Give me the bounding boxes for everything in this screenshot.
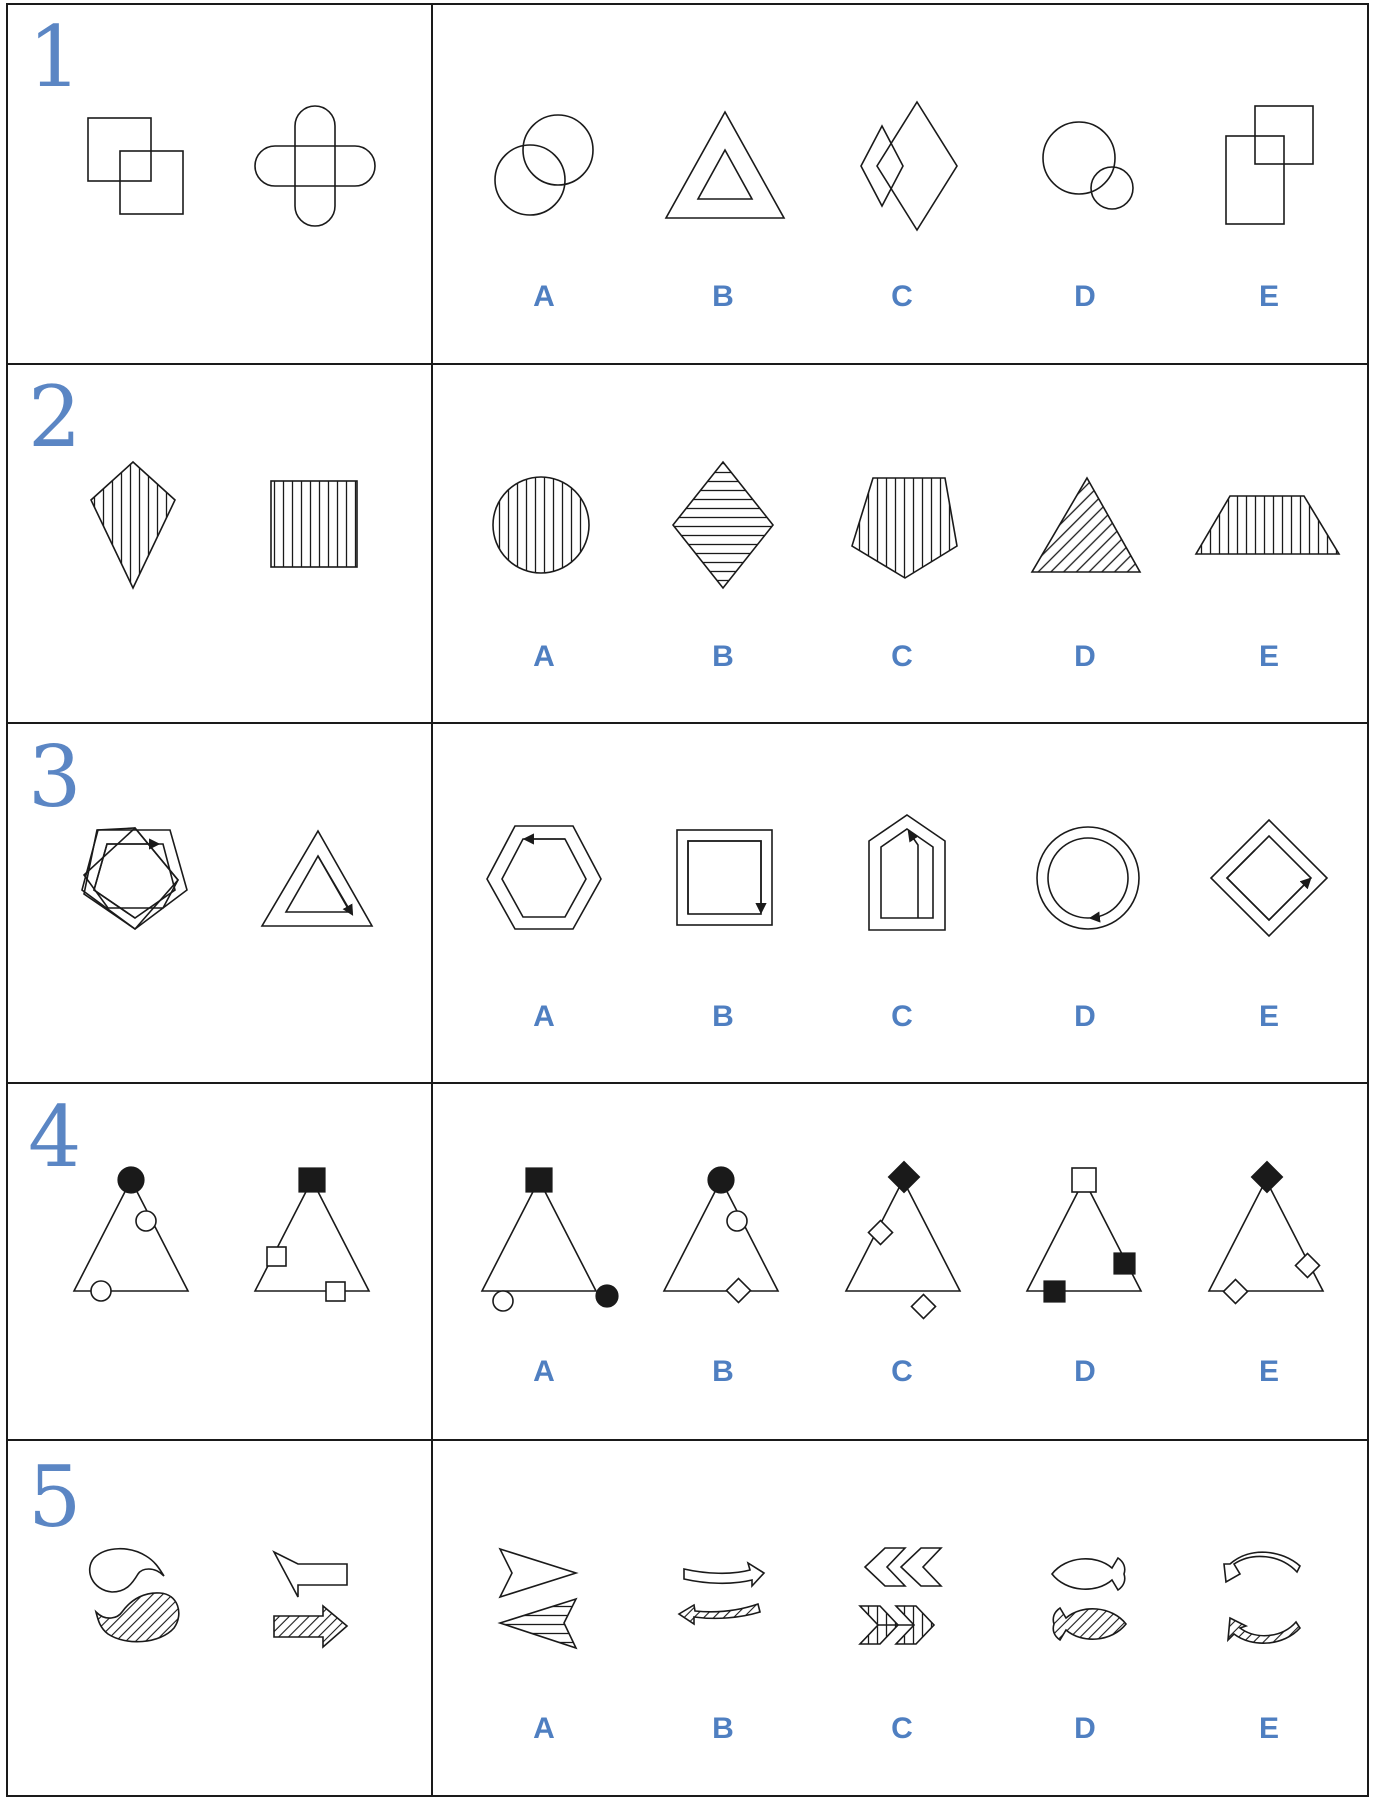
- option-label: B: [712, 640, 734, 673]
- example-figures: [90, 1549, 347, 1647]
- question-number: 5: [28, 1448, 81, 1546]
- option-label: E: [1259, 1355, 1279, 1388]
- option-c[interactable]: C: [869, 815, 945, 1033]
- answer-options: A B C D: [482, 1161, 1323, 1388]
- option-label: A: [533, 1355, 555, 1388]
- example-figures: [74, 1167, 369, 1301]
- option-b[interactable]: B: [677, 830, 772, 1033]
- example-figures: [82, 828, 372, 929]
- option-d[interactable]: D: [1027, 1168, 1141, 1388]
- option-a[interactable]: A: [487, 826, 601, 1033]
- option-b[interactable]: B: [679, 1563, 764, 1745]
- option-label: C: [891, 280, 913, 313]
- option-e[interactable]: E: [1226, 106, 1313, 313]
- question-1: 1 A B C: [28, 8, 1313, 313]
- option-c[interactable]: C: [860, 1548, 941, 1745]
- question-number: 1: [28, 8, 81, 106]
- option-label: E: [1259, 1712, 1279, 1745]
- option-label: A: [533, 640, 555, 673]
- option-b[interactable]: B: [664, 1167, 778, 1388]
- option-e[interactable]: E: [1196, 496, 1339, 673]
- option-label: B: [712, 1355, 734, 1388]
- option-label: A: [533, 1712, 555, 1745]
- question-number: 4: [28, 1088, 81, 1186]
- option-d[interactable]: D: [1037, 827, 1139, 1033]
- option-d[interactable]: D: [1032, 478, 1140, 673]
- question-number: 2: [28, 368, 81, 466]
- example-figures: [91, 462, 357, 588]
- answer-options: A B C D E: [493, 462, 1339, 673]
- answer-options: A B C D E: [500, 1548, 1300, 1745]
- option-d[interactable]: D: [1052, 1558, 1126, 1745]
- option-b[interactable]: B: [673, 462, 773, 673]
- option-label: D: [1074, 1712, 1096, 1745]
- option-a[interactable]: A: [495, 115, 593, 313]
- option-label: C: [891, 1355, 913, 1388]
- option-e[interactable]: E: [1211, 820, 1327, 1033]
- option-label: C: [891, 640, 913, 673]
- option-label: A: [533, 1000, 555, 1033]
- option-label: B: [712, 280, 734, 313]
- answer-options: A B C: [487, 815, 1327, 1033]
- option-label: C: [891, 1712, 913, 1745]
- question-3: 3 A B: [28, 728, 1327, 1033]
- option-c[interactable]: C: [861, 102, 957, 313]
- option-label: A: [533, 280, 555, 313]
- answer-options: A B C D E: [495, 102, 1313, 313]
- option-a[interactable]: A: [493, 477, 589, 673]
- option-d[interactable]: D: [1043, 122, 1133, 313]
- option-label: E: [1259, 1000, 1279, 1033]
- option-a[interactable]: A: [482, 1168, 618, 1388]
- option-label: C: [891, 1000, 913, 1033]
- question-2: 2 A B C D E: [28, 368, 1339, 673]
- option-label: B: [712, 1000, 734, 1033]
- option-label: D: [1074, 640, 1096, 673]
- option-e[interactable]: E: [1224, 1552, 1300, 1745]
- option-label: D: [1074, 280, 1096, 313]
- option-b[interactable]: B: [666, 112, 784, 313]
- option-label: E: [1259, 640, 1279, 673]
- question-4: 4 A B: [28, 1088, 1323, 1388]
- option-a[interactable]: A: [500, 1549, 576, 1745]
- option-label: D: [1074, 1355, 1096, 1388]
- option-c[interactable]: C: [846, 1161, 960, 1388]
- example-figures: [88, 106, 375, 226]
- option-label: B: [712, 1712, 734, 1745]
- option-c[interactable]: C: [852, 478, 957, 673]
- question-number: 3: [28, 728, 81, 826]
- question-5: 5 A B C: [28, 1448, 1300, 1745]
- option-label: D: [1074, 1000, 1096, 1033]
- option-e[interactable]: E: [1209, 1161, 1323, 1388]
- option-label: E: [1259, 280, 1279, 313]
